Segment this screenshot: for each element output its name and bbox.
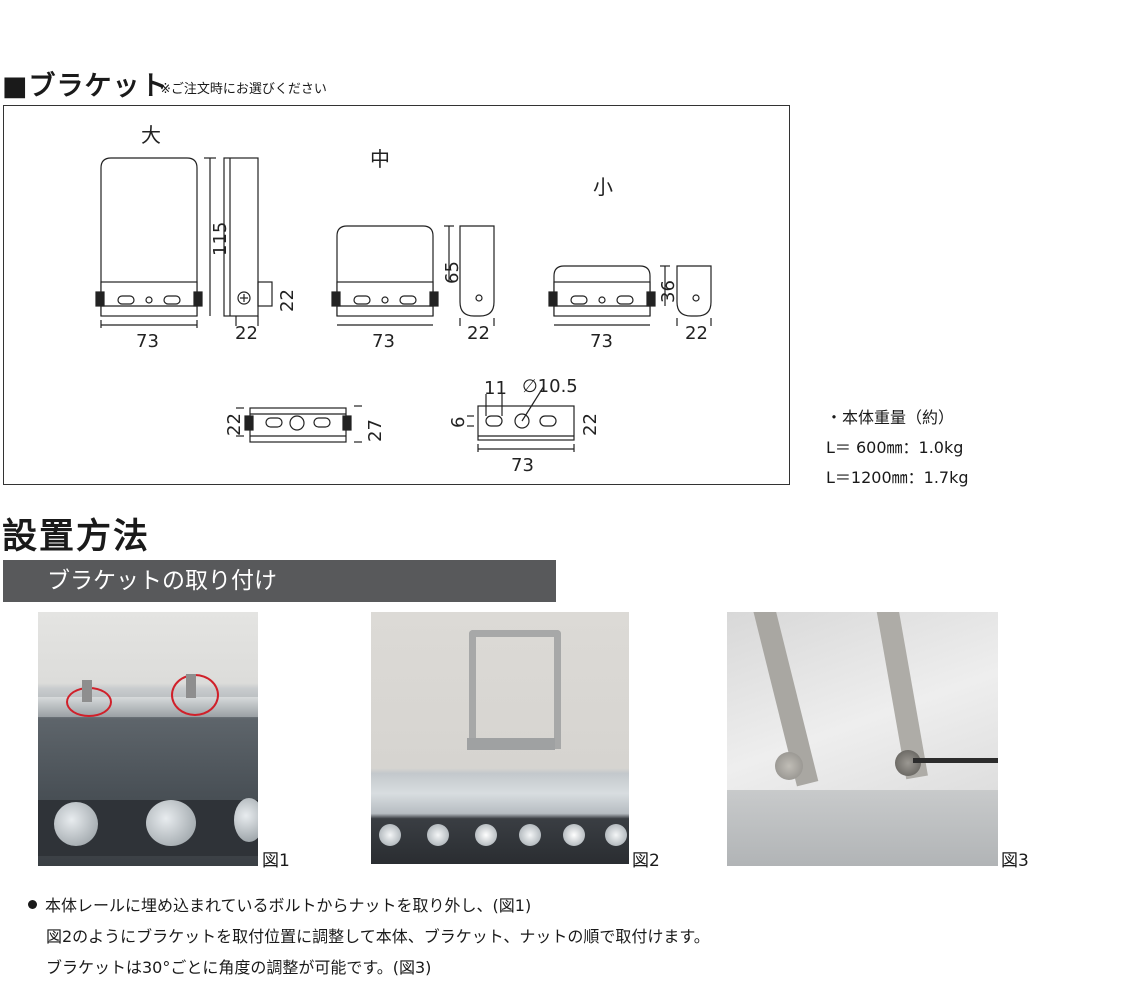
dim-large-side: 22 [277, 289, 298, 312]
install-title: 設置方法 [2, 517, 151, 557]
weight-line-1200: L＝1200㎜：1.7kg [826, 468, 969, 487]
dim-small-depth: 22 [685, 323, 708, 344]
label-large: 大 [141, 123, 161, 147]
instruction-line: ブラケットは30°ごとに角度の調整が可能です。(図3) [46, 958, 432, 977]
large-bracket-outline [100, 157, 198, 316]
dim-bottom-right: 27 [365, 419, 386, 442]
dim-large-height: 115 [210, 222, 231, 256]
dim-large-depth: 22 [235, 323, 258, 344]
label-small: 小 [593, 175, 613, 199]
weight-line-600: L＝ 600㎜：1.0kg [826, 438, 964, 457]
dim-detail-left: 6 [448, 417, 469, 428]
instruction-line: 図2のようにブラケットを取付位置に調整して本体、ブラケット、ナットの順で取付けま… [46, 927, 710, 946]
dim-detail-width: 73 [511, 455, 534, 476]
photo-figure-2 [371, 612, 629, 864]
dim-detail-slot: 11 [484, 378, 507, 399]
figure-2-label: 図2 [632, 851, 660, 871]
small-bracket-outline [553, 265, 651, 316]
photo-figure-3 [727, 612, 998, 866]
step-title-bar: ブラケットの取り付け [3, 560, 556, 602]
dim-medium-width: 73 [372, 331, 395, 352]
bracket-detail-view [477, 405, 575, 441]
dim-large-width: 73 [136, 331, 159, 352]
large-bracket-side [223, 157, 259, 317]
instructions: 本体レールに埋め込まれているボルトからナットを取り外し、(図1) 図2のようにブ… [28, 890, 710, 983]
bracket-diagram-panel: 大 中 小 73 22 115 22 73 22 65 73 22 36 22 … [3, 105, 790, 485]
medium-bracket-outline [336, 225, 434, 316]
dim-detail-hole: ∅10.5 [522, 376, 578, 397]
bracket-diagram: 大 中 小 73 22 115 22 73 22 65 73 22 36 22 … [95, 123, 712, 476]
dim-bottom-left: 22 [224, 413, 245, 436]
bullet-icon [28, 900, 37, 909]
order-note: ※ご注文時にお選びください [160, 82, 327, 97]
figure-1-label: 図1 [262, 851, 290, 871]
bracket-bottom-view [249, 407, 347, 443]
dim-medium-height: 65 [442, 261, 463, 284]
bracket-section-title: ■ブラケット [2, 71, 169, 102]
small-bracket-side [676, 265, 712, 317]
weight-info: ・本体重量（約） L＝ 600㎜：1.0kg L＝1200㎜：1.7kg [826, 403, 969, 493]
weight-title: ・本体重量（約） [826, 408, 955, 427]
large-bracket-base [100, 281, 198, 317]
label-medium: 中 [370, 147, 390, 171]
dim-small-width: 73 [590, 331, 613, 352]
dim-detail-right: 22 [580, 413, 601, 436]
dim-medium-depth: 22 [467, 323, 490, 344]
dim-small-height: 36 [658, 280, 679, 303]
instruction-line: 本体レールに埋め込まれているボルトからナットを取り外し、(図1) [28, 890, 710, 921]
figure-3-label: 図3 [1001, 851, 1029, 871]
medium-bracket-side [459, 225, 495, 317]
photo-figure-1 [38, 612, 258, 866]
